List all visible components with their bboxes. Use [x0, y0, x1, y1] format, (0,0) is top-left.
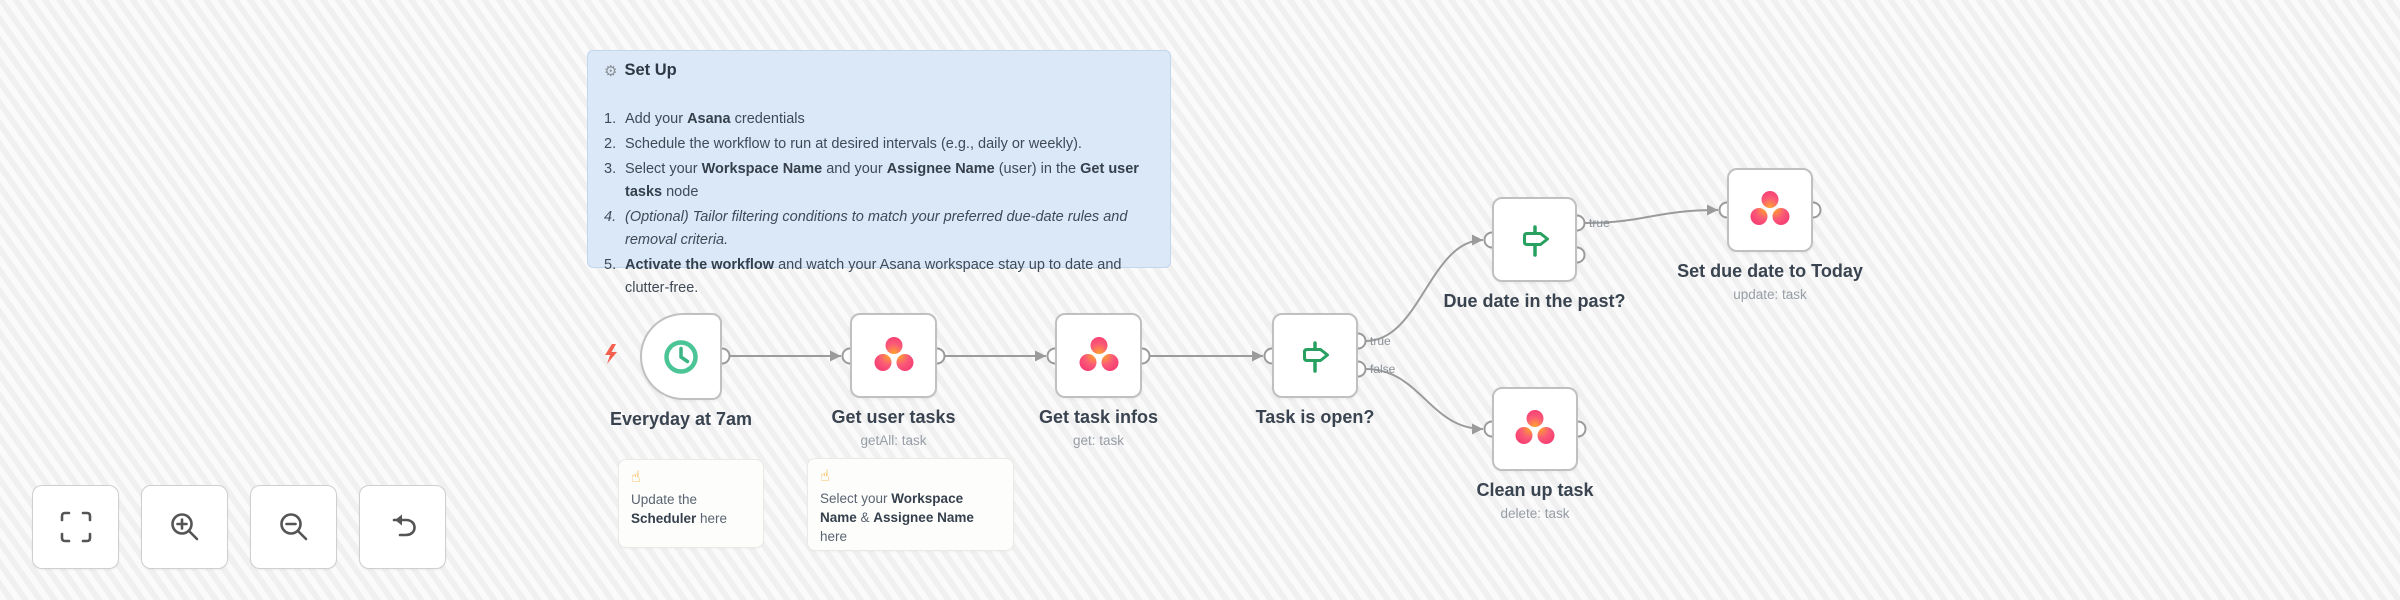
zoom-in-button[interactable]: [141, 485, 228, 569]
node-get-task-infos[interactable]: Get task infos get: task: [1039, 313, 1158, 448]
output-label-true: true: [1370, 334, 1391, 348]
node-label: Clean up task: [1476, 480, 1594, 500]
asana-icon: [874, 336, 913, 371]
setup-step: Schedule the workflow to run at desired …: [604, 133, 1082, 156]
node-label: Due date in the past?: [1443, 291, 1626, 311]
node-label: Get user tasks: [831, 407, 956, 427]
node-label: Task is open?: [1255, 407, 1375, 427]
node-clean-up-task[interactable]: Clean up task delete: task: [1476, 387, 1594, 521]
hint-text: Update the Scheduler here: [631, 492, 728, 526]
clock-icon: [664, 339, 698, 374]
setup-step: Activate the workflow and watch your Asa…: [604, 254, 1122, 296]
if-icon: [1522, 224, 1549, 257]
reset-zoom-button[interactable]: [359, 485, 446, 569]
zoom-in-icon: [170, 513, 198, 541]
setup-step: Add your Asana credentials: [604, 108, 805, 131]
node-operation: delete: task: [1500, 506, 1570, 521]
sticky-title-text: Set Up: [624, 61, 677, 79]
node-set-due-date-to-today[interactable]: Set due date to Today update: task: [1677, 168, 1863, 302]
gear-icon: ⚙: [604, 62, 618, 80]
pointing-hand-icon: ☝: [631, 469, 641, 486]
setup-sticky-note[interactable]: ⚙ Set Up Add your Asana credentials Sche…: [587, 50, 1171, 296]
setup-step: Select your Workspace Name and your Assi…: [604, 158, 1139, 200]
node-task-is-open[interactable]: Task is open?: [1256, 313, 1374, 427]
node-due-date-in-the-past[interactable]: Due date in the past?: [1443, 197, 1626, 311]
node-label: Set due date to Today: [1677, 261, 1863, 281]
workspace-hint-sticky-note[interactable]: ☝ Select your Workspace Name & Assignee …: [807, 458, 1014, 551]
asana-icon: [1515, 410, 1555, 444]
node-everyday-at-7am[interactable]: Everyday at 7am: [610, 313, 752, 429]
undo-arrow-icon: [392, 514, 416, 537]
zoom-to-fit-icon: [60, 511, 91, 543]
node-label: Get task infos: [1038, 407, 1159, 427]
node-operation: get: task: [1072, 433, 1125, 448]
asana-icon: [1079, 336, 1118, 371]
scheduler-hint-sticky-note[interactable]: ☝ Update the Scheduler here: [618, 459, 764, 548]
sticky-note-title: ⚙ Set Up: [604, 61, 1154, 80]
zoom-to-fit-button[interactable]: [32, 485, 119, 569]
zoom-out-button[interactable]: [250, 485, 337, 569]
node-operation: getAll: task: [860, 433, 927, 448]
setup-steps-list: Add your Asana credentials Schedule the …: [604, 108, 1154, 300]
hint-text: Select your Workspace Name & Assignee Na…: [820, 491, 974, 544]
pointing-hand-icon: ☝: [820, 468, 830, 485]
node-label: Everyday at 7am: [609, 409, 753, 429]
zoom-out-icon: [279, 513, 307, 541]
setup-step: (Optional) Tailor filtering conditions t…: [604, 206, 1128, 248]
trigger-bolt-icon: [605, 344, 617, 364]
node-get-user-tasks[interactable]: Get user tasks getAll: task: [831, 313, 956, 448]
output-label-true: true: [1589, 216, 1610, 230]
canvas-controls-toolbar: [32, 485, 446, 569]
if-icon: [1303, 340, 1329, 373]
node-operation: update: task: [1733, 287, 1807, 302]
output-label-false: false: [1370, 362, 1396, 376]
asana-icon: [1750, 191, 1790, 225]
